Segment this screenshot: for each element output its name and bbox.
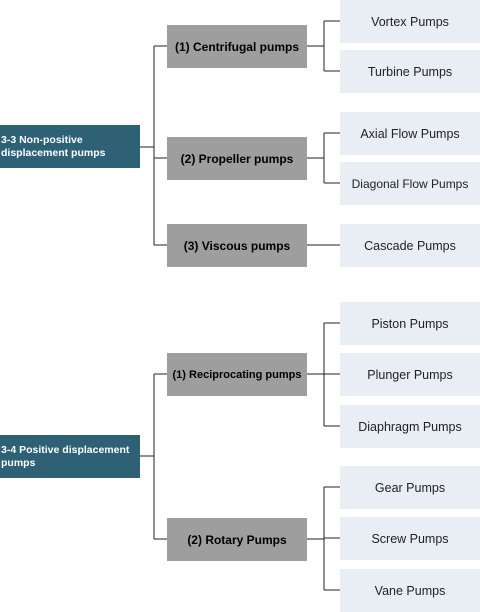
leaf-vane-pumps: Vane Pumps [340, 569, 480, 612]
leaf-cascade-pumps: Cascade Pumps [340, 224, 480, 267]
root-positive-displacement: 3-4 Positive displacement pumps [0, 435, 140, 478]
leaf-plunger-pumps: Plunger Pumps [340, 353, 480, 396]
category-label: (2) Rotary Pumps [187, 532, 287, 547]
leaf-label: Diagonal Flow Pumps [351, 176, 469, 191]
leaf-turbine-pumps: Turbine Pumps [340, 50, 480, 93]
leaf-label: Vane Pumps [374, 583, 446, 598]
leaf-label: Vortex Pumps [371, 14, 449, 29]
leaf-screw-pumps: Screw Pumps [340, 517, 480, 560]
category-label: (2) Propeller pumps [180, 151, 294, 166]
category-label: (3) Viscous pumps [183, 238, 291, 253]
leaf-label: Gear Pumps [374, 480, 446, 495]
category-reciprocating-pumps: (1) Reciprocating pumps [167, 353, 307, 396]
leaf-label: Piston Pumps [371, 316, 449, 331]
category-label: (1) Reciprocating pumps [172, 368, 302, 381]
leaf-label: Turbine Pumps [367, 64, 453, 79]
root-non-positive-displacement: 3-3 Non-positive displacement pumps [0, 125, 140, 168]
leaf-vortex-pumps: Vortex Pumps [340, 0, 480, 43]
leaf-label: Axial Flow Pumps [360, 126, 460, 141]
root-label: 3-4 Positive displacement pumps [1, 443, 130, 469]
leaf-piston-pumps: Piston Pumps [340, 302, 480, 345]
leaf-gear-pumps: Gear Pumps [340, 466, 480, 509]
root-label: 3-3 Non-positive displacement pumps [1, 133, 106, 159]
leaf-label: Cascade Pumps [364, 238, 456, 253]
leaf-diagonal-flow-pumps: Diagonal Flow Pumps [340, 162, 480, 205]
leaf-axial-flow-pumps: Axial Flow Pumps [340, 112, 480, 155]
category-centrifugal-pumps: (1) Centrifugal pumps [167, 25, 307, 68]
leaf-label: Plunger Pumps [367, 367, 453, 382]
category-label: (1) Centrifugal pumps [174, 39, 299, 54]
leaf-diaphragm-pumps: Diaphragm Pumps [340, 405, 480, 448]
leaf-label: Screw Pumps [371, 531, 449, 546]
category-propeller-pumps: (2) Propeller pumps [167, 137, 307, 180]
leaf-label: Diaphragm Pumps [358, 419, 462, 434]
category-rotary-pumps: (2) Rotary Pumps [167, 518, 307, 561]
category-viscous-pumps: (3) Viscous pumps [167, 224, 307, 267]
